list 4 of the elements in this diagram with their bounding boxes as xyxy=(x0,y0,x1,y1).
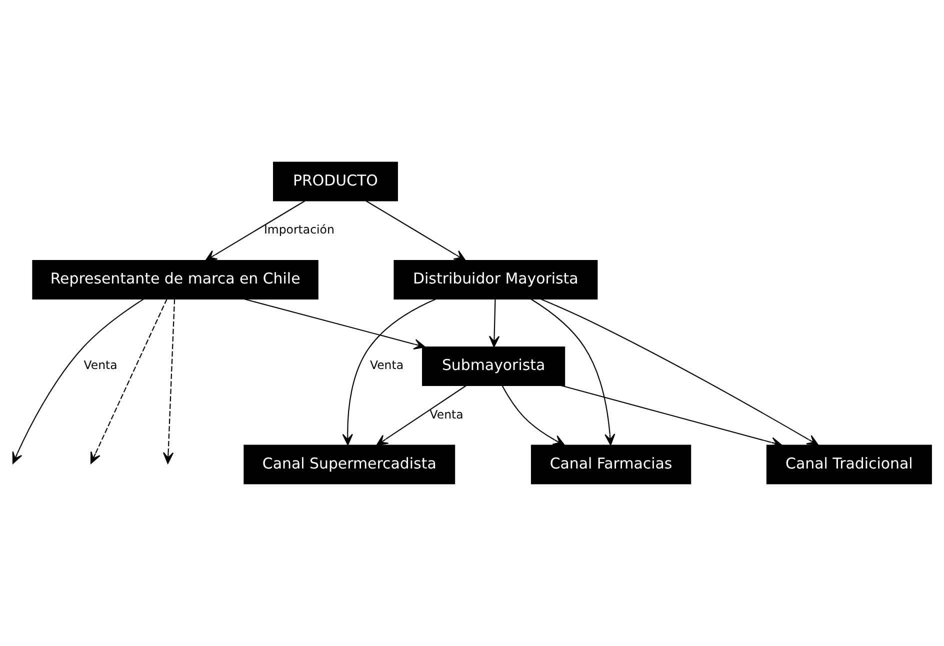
edge-label: Importación xyxy=(264,222,334,237)
edge-label: Venta xyxy=(430,407,464,422)
edge-label: Venta xyxy=(84,358,118,372)
edge-label: Venta xyxy=(370,358,404,372)
